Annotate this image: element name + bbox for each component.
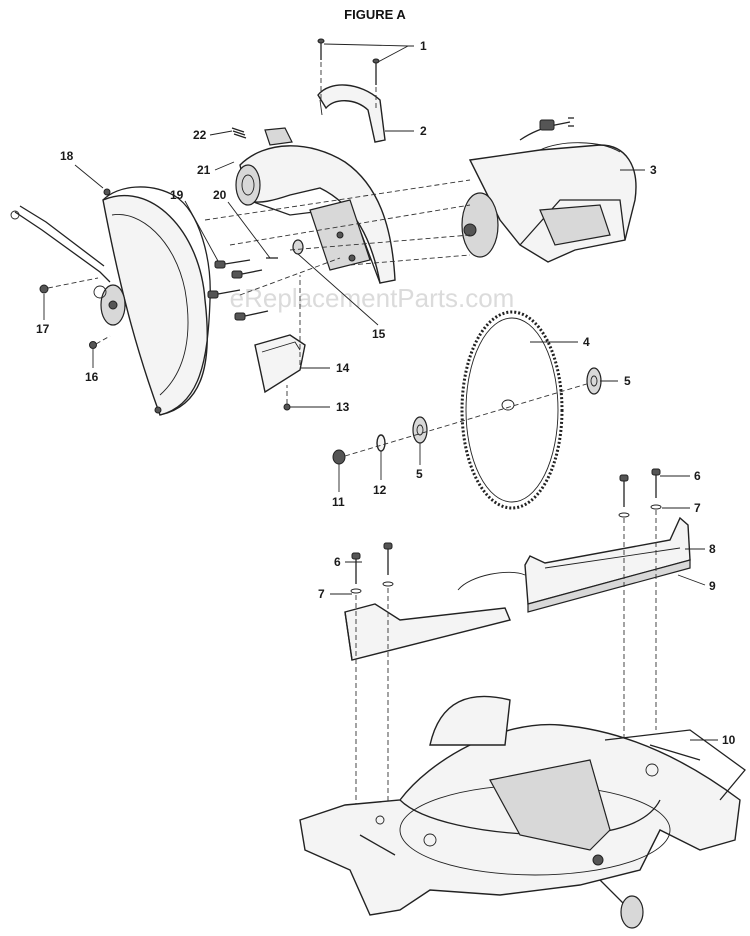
callout-5-right: 5 — [624, 374, 631, 388]
part-screw-16 — [89, 335, 111, 349]
callout-6-right: 6 — [694, 469, 701, 483]
callout-3: 3 — [650, 163, 657, 177]
leader-lines — [43, 43, 718, 741]
callout-6-left: 6 — [334, 555, 341, 569]
arbor-axis-line — [344, 382, 591, 457]
part-screws-6-right — [619, 468, 661, 507]
callout-19: 19 — [170, 188, 184, 202]
part-screws-6-left — [351, 542, 393, 584]
callout-7-right: 7 — [694, 501, 701, 515]
part-spring-22 — [231, 127, 247, 139]
part-screws-1 — [317, 38, 380, 110]
watermark: eReplacementParts.com — [230, 283, 515, 313]
callout-2: 2 — [420, 124, 427, 138]
callout-11: 11 — [332, 495, 345, 509]
part-flange-5-outer — [586, 367, 602, 395]
callout-12: 12 — [373, 483, 387, 497]
part-right-fence-8 — [524, 516, 691, 613]
callout-1: 1 — [420, 39, 427, 53]
callout-5-lower: 5 — [416, 467, 423, 481]
part-upper-guard — [235, 127, 396, 284]
part-spacer-15 — [292, 239, 304, 255]
callout-labels: 1 2 3 4 5 5 6 6 7 7 8 9 10 11 12 13 14 1… — [36, 39, 736, 747]
callout-8: 8 — [709, 542, 716, 556]
callout-14: 14 — [336, 361, 350, 375]
part-washer-12 — [376, 434, 386, 452]
callout-22: 22 — [193, 128, 207, 142]
callout-15: 15 — [372, 327, 386, 341]
callout-4: 4 — [583, 335, 590, 349]
part-screws-19 — [207, 259, 269, 321]
callout-7-left: 7 — [318, 587, 325, 601]
part-washers-7-right — [618, 504, 662, 518]
part-screw-17 — [39, 277, 99, 294]
part-guard-link-arm — [10, 205, 111, 299]
callout-16: 16 — [85, 370, 99, 384]
part-blade-guard — [100, 186, 211, 416]
callout-17: 17 — [36, 322, 50, 336]
part-saw-blade-4 — [460, 310, 564, 510]
part-chip-deflector-14 — [254, 334, 306, 394]
assembly-connector-lines — [204, 179, 471, 365]
callout-20: 20 — [213, 188, 227, 202]
part-left-fence — [344, 571, 526, 661]
part-nut-11 — [332, 449, 346, 465]
part-base-10 — [299, 695, 746, 929]
callout-10: 10 — [722, 733, 736, 747]
figure-title: FIGURE A — [344, 7, 406, 22]
mounting-lines — [355, 510, 657, 820]
callout-21: 21 — [197, 163, 211, 177]
callout-9: 9 — [709, 579, 716, 593]
callout-13: 13 — [336, 400, 350, 414]
part-screw-13 — [283, 385, 291, 411]
part-flange-5-inner — [412, 416, 428, 444]
part-washers-7-left — [350, 581, 394, 594]
part-handle-2 — [317, 84, 386, 143]
callout-18: 18 — [60, 149, 74, 163]
part-motor-assembly-3 — [461, 117, 637, 263]
